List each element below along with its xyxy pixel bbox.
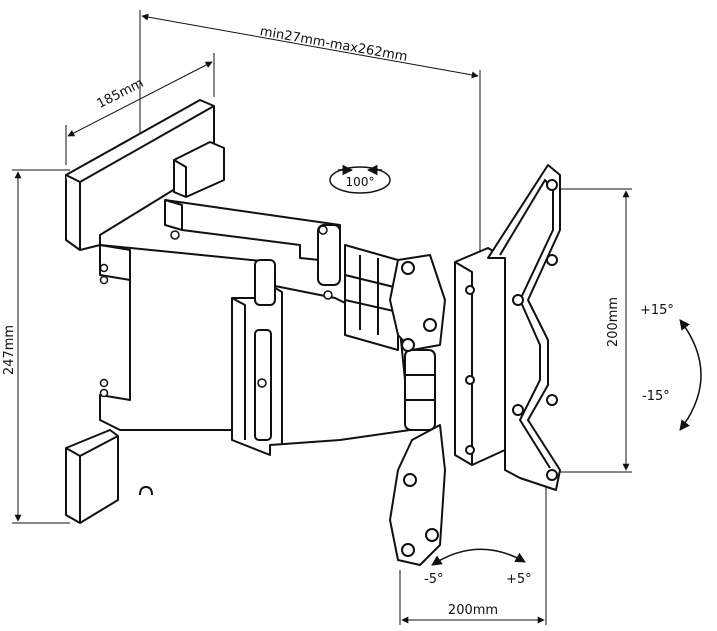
level-left-label: -5° [424,572,443,587]
vesa-plate [389,164,561,566]
level-right-label: +5° [506,572,532,587]
wall-plate-height-label: 247mm [2,325,17,375]
dimension-lines [12,10,632,625]
bolts [99,225,333,398]
swing-arms [99,199,411,456]
vesa-horizontal-label: 200mm [448,603,498,618]
wall-plate-width-label: 185mm [95,76,146,112]
tilt-down-label: -15° [642,389,670,404]
top-depth-label: min27mm-max262mm [259,24,409,65]
tilt-up-label: +15° [640,303,674,318]
wall-plate [65,99,225,524]
vesa-vertical-label: 200mm [606,297,621,347]
swivel-label: 100° [346,175,375,189]
rotation-indicators [329,164,702,566]
